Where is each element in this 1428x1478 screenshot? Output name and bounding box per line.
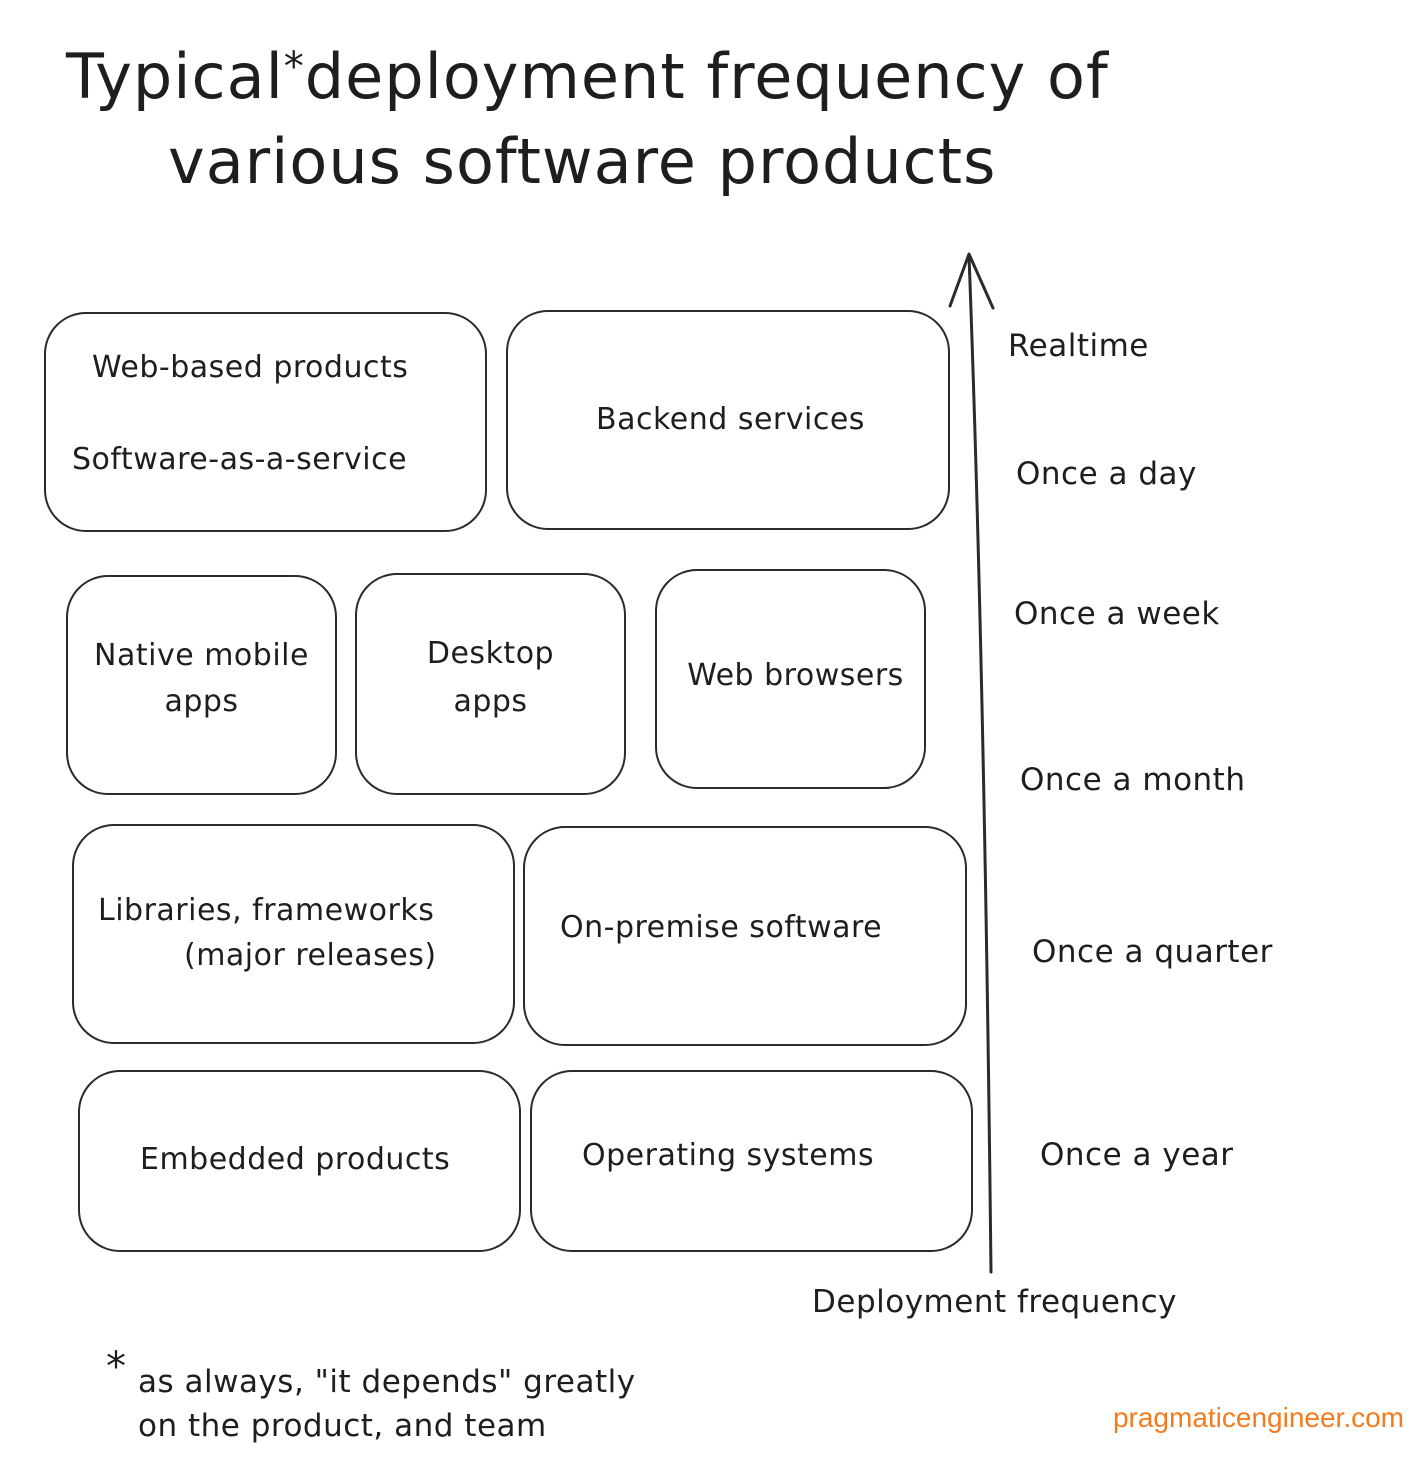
box-libraries-frameworks-line-1: Libraries, frameworks xyxy=(98,893,435,928)
box-native-mobile-apps-line-1: Native mobile xyxy=(94,638,309,673)
footnote-asterisk: * xyxy=(106,1344,126,1390)
freq-label-once-a-month: Once a month xyxy=(1020,762,1246,798)
box-backend-services xyxy=(506,310,950,530)
diagram-title-line-2: various software products xyxy=(168,125,997,198)
box-backend-services-line-1: Backend services xyxy=(596,402,865,437)
box-operating-systems-line-1: Operating systems xyxy=(582,1138,875,1173)
box-web-based-products-line-2: Software-as-a-service xyxy=(72,442,408,477)
box-web-based-products-line-1: Web-based products xyxy=(92,350,409,385)
box-desktop-apps-line-2: apps xyxy=(453,684,528,719)
title-text-before-star: Typical xyxy=(66,40,284,113)
box-libraries-frameworks xyxy=(72,824,515,1044)
freq-label-once-a-day: Once a day xyxy=(1016,456,1197,492)
freq-label-once-a-week: Once a week xyxy=(1014,596,1220,632)
box-embedded-products xyxy=(78,1070,521,1252)
footnote-line-2: on the product, and team xyxy=(138,1408,547,1444)
box-on-premise-software-line-1: On-premise software xyxy=(560,910,883,945)
footnote-line-1: as always, "it depends" greatly xyxy=(138,1364,636,1400)
title-asterisk: * xyxy=(283,44,305,90)
box-embedded-products-line-1: Embedded products xyxy=(140,1142,451,1177)
box-operating-systems xyxy=(530,1070,973,1252)
freq-label-once-a-quarter: Once a quarter xyxy=(1032,934,1273,970)
freq-label-once-a-year: Once a year xyxy=(1040,1137,1234,1173)
box-desktop-apps xyxy=(355,573,626,795)
box-desktop-apps-line-1: Desktop xyxy=(426,636,555,671)
box-web-browsers xyxy=(655,569,926,789)
box-native-mobile-apps xyxy=(66,575,337,795)
diagram-title-line-1: Typical*deployment frequency of xyxy=(66,40,1109,113)
box-web-browsers-line-1: Web browsers xyxy=(687,658,904,693)
box-web-based-products xyxy=(44,312,487,532)
box-libraries-frameworks-line-2: (major releases) xyxy=(184,938,437,973)
credit-watermark: pragmaticengineer.com xyxy=(1112,1402,1404,1433)
freq-label-realtime: Realtime xyxy=(1008,328,1149,364)
box-on-premise-software xyxy=(523,826,967,1046)
axis-title: Deployment frequency xyxy=(812,1284,1177,1320)
box-native-mobile-apps-line-2: apps xyxy=(164,684,239,719)
title-text-after-star: deployment frequency of xyxy=(304,40,1109,113)
